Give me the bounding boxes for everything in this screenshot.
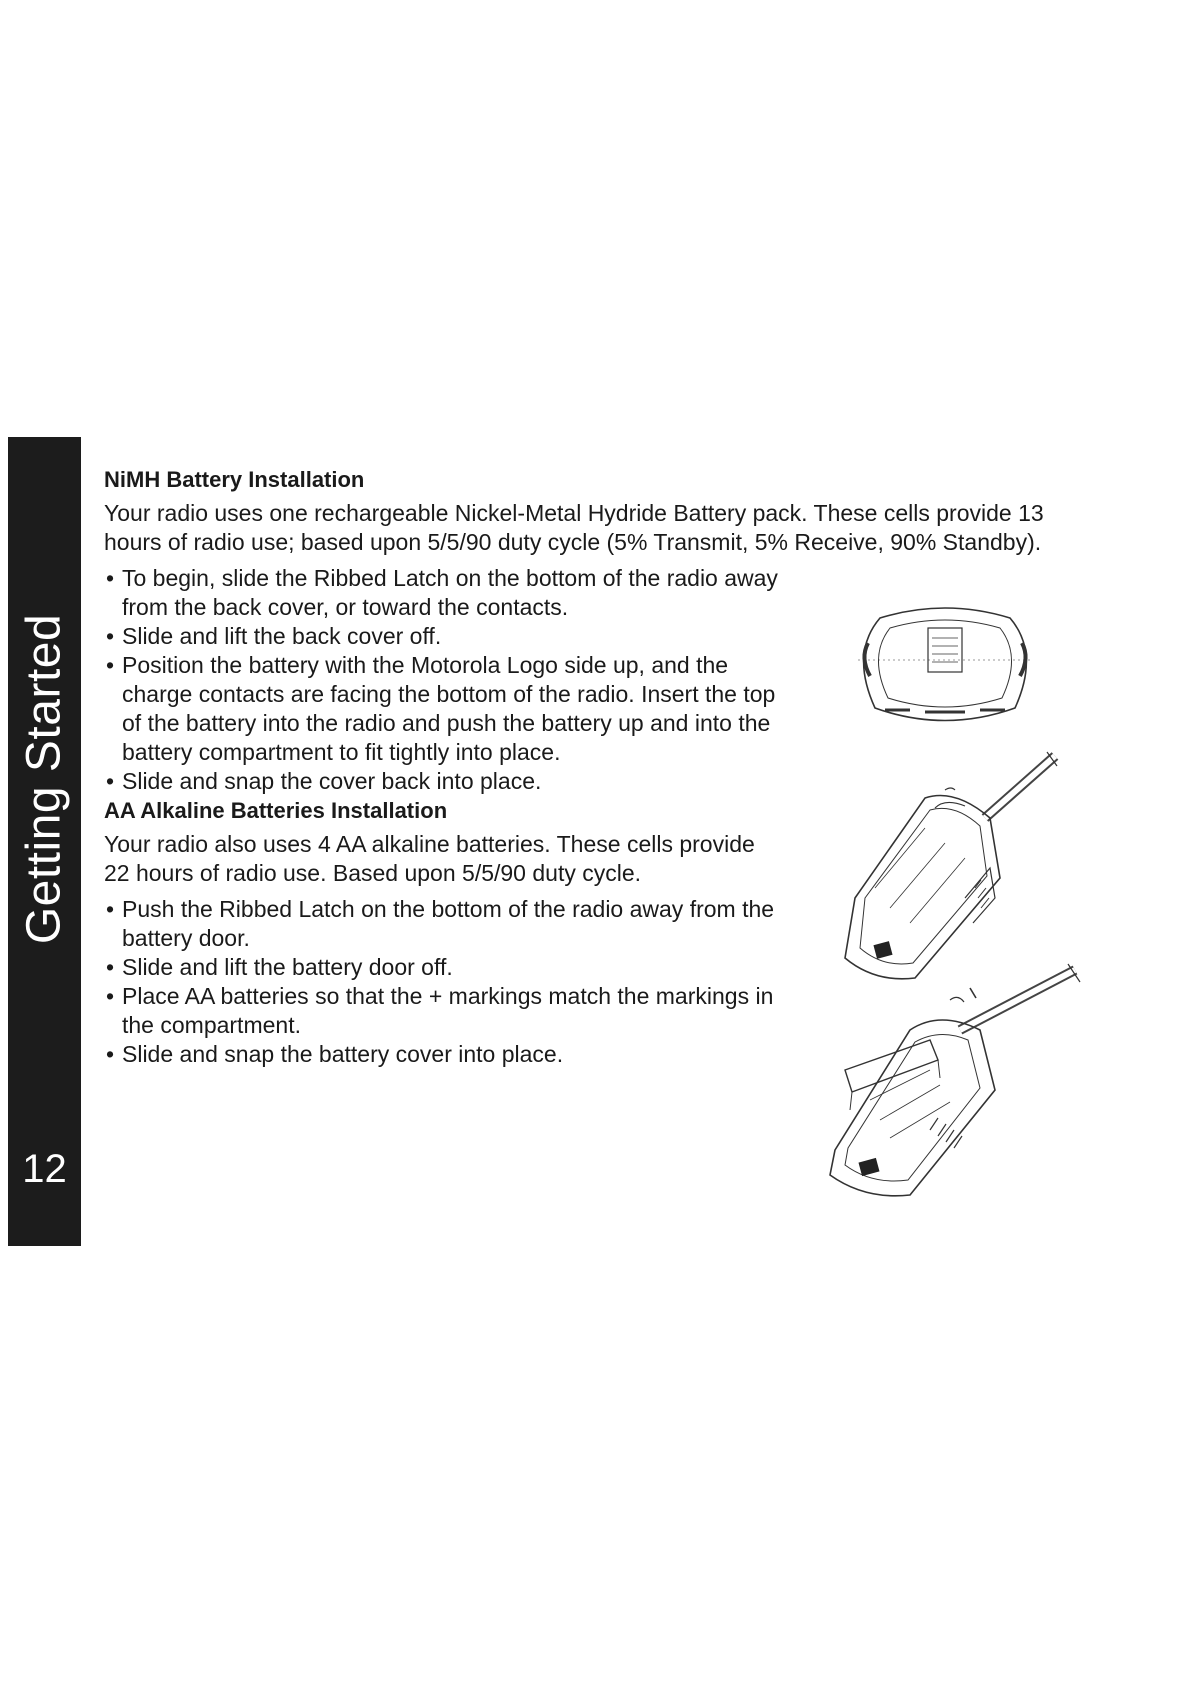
- list-item: Slide and snap the cover back into place…: [104, 767, 784, 796]
- battery-pack-illustration: [840, 598, 1050, 738]
- list-item: To begin, slide the Ribbed Latch on the …: [104, 564, 784, 622]
- list-item: Place AA batteries so that the + marking…: [104, 982, 784, 1040]
- list-item: Slide and snap the battery cover into pl…: [104, 1040, 784, 1069]
- nimh-steps: To begin, slide the Ribbed Latch on the …: [104, 564, 784, 796]
- aa-steps: Push the Ribbed Latch on the bottom of t…: [104, 895, 784, 1069]
- list-item: Slide and lift the battery door off.: [104, 953, 784, 982]
- aa-heading: AA Alkaline Batteries Installation: [104, 798, 448, 823]
- side-tab: Getting Started 12: [8, 437, 81, 1246]
- radio-nimh-battery-illustration: [815, 748, 1065, 988]
- list-item: Slide and lift the back cover off.: [104, 622, 784, 651]
- nimh-heading: NiMH Battery Installation: [104, 467, 365, 492]
- section-tab-label: Getting Started: [17, 613, 71, 945]
- main-content: NiMH Battery Installation Your radio use…: [104, 465, 1064, 1069]
- page-number: 12: [22, 1147, 67, 1191]
- radio-aa-batteries-illustration: [810, 960, 1110, 1200]
- section-tab-label-wrap: Getting Started: [8, 437, 81, 997]
- list-item: Position the battery with the Motorola L…: [104, 651, 784, 767]
- list-item: Push the Ribbed Latch on the bottom of t…: [104, 895, 784, 953]
- nimh-intro: Your radio uses one rechargeable Nickel-…: [104, 500, 1044, 555]
- aa-intro: Your radio also uses 4 AA alkaline batte…: [104, 831, 755, 886]
